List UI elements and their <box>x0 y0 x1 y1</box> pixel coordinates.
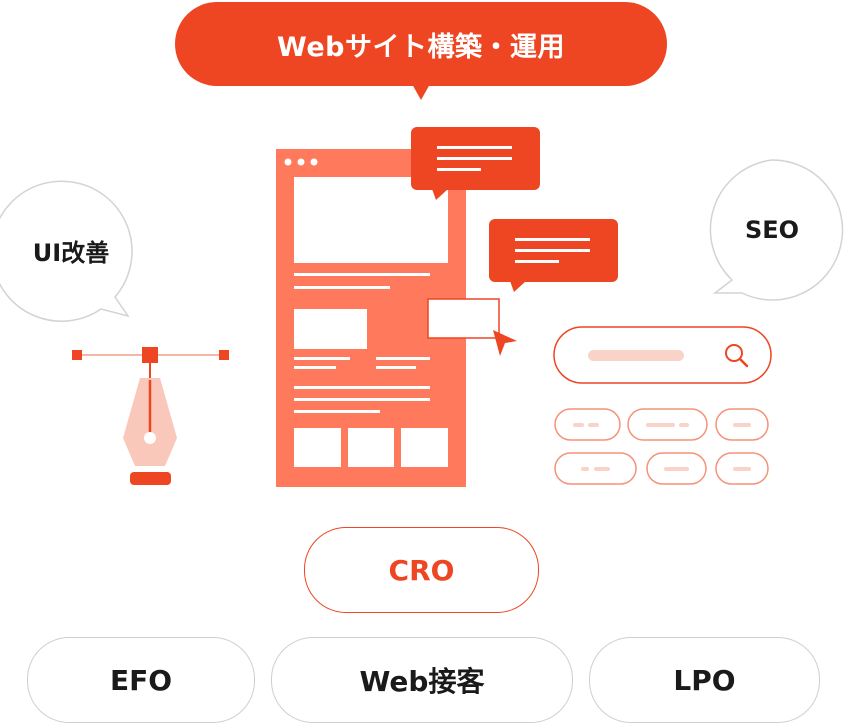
browser-wireframe <box>276 149 466 487</box>
tag-chips <box>554 408 769 485</box>
efo-pill: EFO <box>27 637 255 723</box>
efo-label: EFO <box>109 663 173 697</box>
banner-pointer <box>412 84 430 100</box>
search-bar <box>553 326 772 384</box>
seo-bubble <box>709 159 844 301</box>
cursor-arrow-icon <box>493 330 517 356</box>
cro-pill: CRO <box>304 527 539 613</box>
cro-label: CRO <box>388 553 455 587</box>
lpo-pill: LPO <box>589 637 820 723</box>
banner-label: Webサイト構築・運用 <box>277 31 565 63</box>
lpo-label: LPO <box>673 663 736 697</box>
chat-bubble-icon <box>489 219 618 292</box>
web-chat-label: Web接客 <box>359 665 485 698</box>
pen-tool-icon <box>72 347 229 485</box>
floating-card <box>427 298 500 339</box>
site-build-banner: Webサイト構築・運用 <box>175 2 667 86</box>
ui-improvement-bubble <box>0 180 133 322</box>
web-chat-pill: Web接客 <box>271 637 573 723</box>
chat-bubble-icon <box>411 127 540 200</box>
search-icon <box>725 344 749 368</box>
ui-improvement-label: UI改善 <box>32 238 110 267</box>
seo-label: SEO <box>744 216 800 244</box>
